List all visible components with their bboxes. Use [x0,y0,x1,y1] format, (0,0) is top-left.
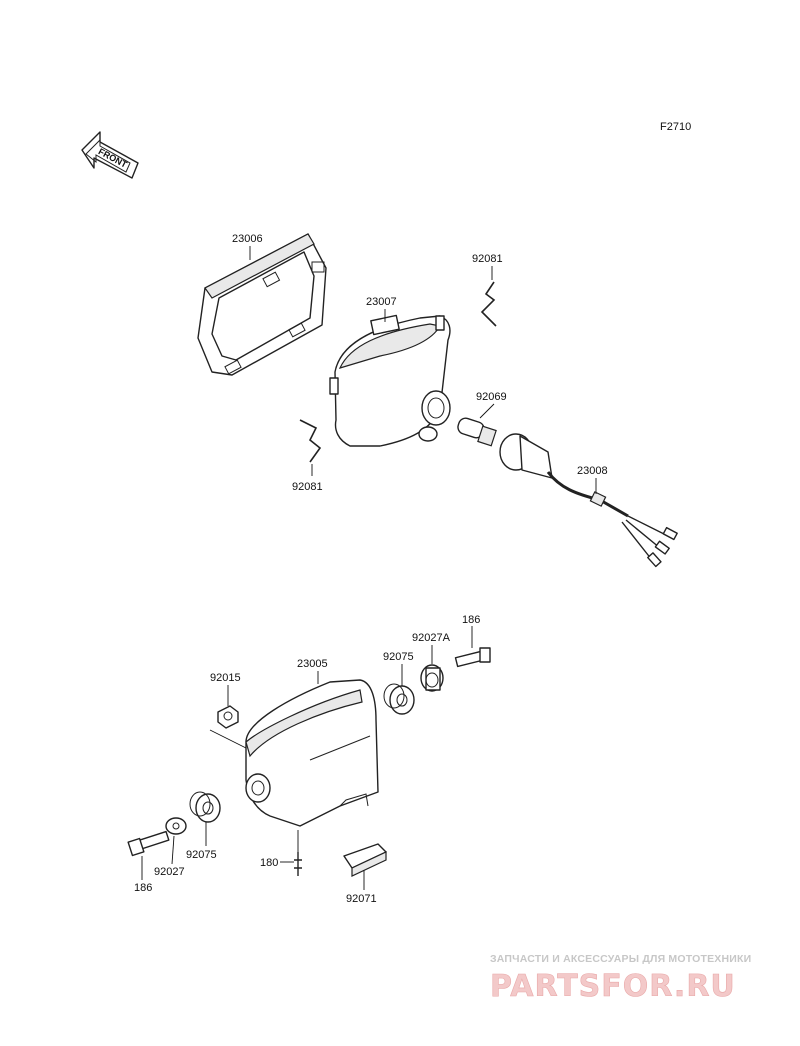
front-arrow-icon: FRONT [81,131,139,179]
label-92081-left: 92081 [292,481,323,493]
label-92027A: 92027A [412,632,451,644]
grommet-92075-bottom [189,791,221,823]
nut-92015 [217,705,239,729]
spring-clip-92081-left [299,419,322,463]
label-92075-top: 92075 [383,651,414,663]
headlight-rim-23006 [197,233,327,376]
label-23006: 23006 [232,233,263,245]
grommet-92075-top [383,683,415,715]
spring-clip-92081-top [480,281,497,327]
headlight-cover-23005 [209,679,379,827]
figure-code: F2710 [660,121,691,133]
label-23008: 23008 [577,465,608,477]
label-186-bottom: 186 [134,882,152,894]
bolt-186-top [454,647,491,668]
bracket-92071 [343,843,387,877]
label-23005: 23005 [297,658,328,670]
collar-92027A [420,664,444,692]
watermark-tagline: ЗАПЧАСТИ И АКСЕССУАРЫ ДЛЯ МОТОТЕХНИКИ [490,953,751,965]
label-92075-bottom: 92075 [186,849,217,861]
bulb-92069 [457,417,497,447]
socket-harness-23008 [499,433,678,568]
label-92015: 92015 [210,672,241,684]
watermark-logo: PARTSFOR.RU [490,969,736,1004]
bolt-186-bottom [127,830,170,857]
label-186-top: 186 [462,614,480,626]
label-92071: 92071 [346,893,377,905]
label-180: 180 [260,857,278,869]
headlight-unit-23007 [329,314,451,447]
washer-92027 [165,817,187,835]
label-23007: 23007 [366,296,397,308]
label-92069: 92069 [476,391,507,403]
clip-180 [294,830,302,876]
label-92081-top: 92081 [472,253,503,265]
label-92027: 92027 [154,866,185,878]
